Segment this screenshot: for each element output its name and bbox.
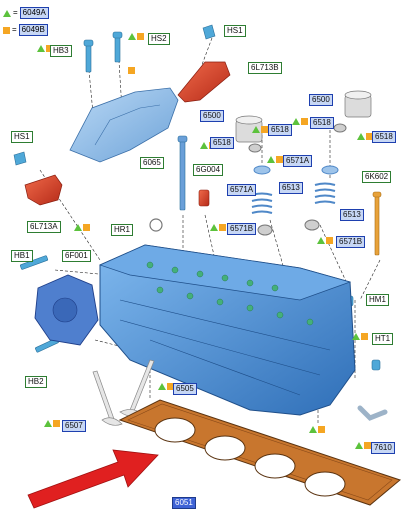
label-6505[interactable]: 6505 <box>173 383 197 395</box>
label-6l713a[interactable]: 6L713A <box>27 221 61 233</box>
square-icon <box>261 126 268 133</box>
square-icon <box>83 224 90 231</box>
marker-pair <box>267 156 283 163</box>
temp-sensor <box>198 189 210 207</box>
triangle-icon <box>355 442 363 449</box>
triangle-icon <box>267 156 275 163</box>
label-6518-d[interactable]: 6518 <box>372 131 396 143</box>
triangle-icon <box>3 9 11 17</box>
marker-pair <box>158 383 174 390</box>
label-hb1[interactable]: HB1 <box>11 250 33 262</box>
legend-row-1: = 6049A <box>3 7 49 19</box>
marker-pair <box>309 426 325 433</box>
marker-pair <box>74 224 90 231</box>
marker-pair <box>252 126 268 133</box>
label-6571b-b[interactable]: 6571B <box>336 236 366 248</box>
label-hb3[interactable]: HB3 <box>50 45 72 57</box>
label-6500-a[interactable]: 6500 <box>200 110 224 122</box>
label-6571b-a[interactable]: 6571B <box>227 223 257 235</box>
head-gasket-shape <box>118 399 402 506</box>
marker-pair <box>352 333 368 340</box>
label-6571a-a[interactable]: 6571A <box>227 184 257 196</box>
valve-train-parts <box>149 90 372 236</box>
label-hr1[interactable]: HR1 <box>111 224 134 236</box>
marker-pair <box>128 33 144 40</box>
label-6513-a[interactable]: 6513 <box>279 182 303 194</box>
square-icon <box>3 26 10 34</box>
triangle-icon <box>44 420 52 427</box>
triangle-icon <box>128 33 136 40</box>
label-7610[interactable]: 7610 <box>371 442 395 454</box>
square-icon <box>326 237 333 244</box>
label-6l713b[interactable]: 6L713B <box>248 62 282 74</box>
legend-row-2: = 6049B <box>3 24 48 36</box>
square-icon <box>219 224 226 231</box>
label-6513-b[interactable]: 6513 <box>340 209 364 221</box>
square-icon <box>53 420 60 427</box>
triangle-icon <box>317 237 325 244</box>
label-hb2[interactable]: HB2 <box>25 376 47 388</box>
label-6518-b[interactable]: 6518 <box>268 124 292 136</box>
label-6518-a[interactable]: 6518 <box>210 137 234 149</box>
square-icon <box>276 156 283 163</box>
square-icon <box>361 333 368 340</box>
triangle-icon <box>158 383 166 390</box>
coolant-hose <box>357 405 388 421</box>
label-hs1-top[interactable]: HS1 <box>224 25 246 37</box>
marker-pair <box>357 133 373 140</box>
label-ht1[interactable]: HT1 <box>372 333 394 345</box>
triangle-icon <box>292 118 300 125</box>
marker-pair <box>44 420 60 427</box>
marker-pair <box>210 224 226 231</box>
camshaft-sensor-right <box>177 61 231 103</box>
label-6518-c[interactable]: 6518 <box>310 117 334 129</box>
square-icon <box>46 45 53 52</box>
legend-symbol: = <box>12 25 17 34</box>
label-6k602[interactable]: 6K602 <box>362 171 392 183</box>
label-6f001[interactable]: 6F001 <box>62 250 91 262</box>
label-6571a-b[interactable]: 6571A <box>283 155 313 167</box>
marker-pair <box>317 237 333 244</box>
square-icon <box>318 426 325 433</box>
label-6g004[interactable]: 6G004 <box>193 164 224 176</box>
legend-symbol: = <box>13 8 18 17</box>
square-icon <box>364 442 371 449</box>
marker-pair <box>355 442 371 449</box>
highlight-arrow <box>27 449 159 509</box>
square-icon <box>366 133 373 140</box>
triangle-icon <box>357 133 365 140</box>
label-6065[interactable]: 6065 <box>140 157 164 169</box>
legend-code[interactable]: 6049A <box>19 7 49 19</box>
square-icon <box>167 383 174 390</box>
square-icon <box>128 67 135 74</box>
label-hs1-left[interactable]: HS1 <box>11 131 33 143</box>
label-hs2[interactable]: HS2 <box>148 33 170 45</box>
camshaft-sensor-left <box>24 174 63 206</box>
triangle-icon <box>210 224 218 231</box>
marker-pair <box>37 45 53 52</box>
triangle-icon <box>252 126 260 133</box>
triangle-icon <box>37 45 45 52</box>
square-icon <box>301 118 308 125</box>
square-icon <box>137 33 144 40</box>
label-6051-selected[interactable]: 6051 <box>172 497 196 509</box>
triangle-icon <box>74 224 82 231</box>
label-6507[interactable]: 6507 <box>62 420 86 432</box>
triangle-icon <box>309 426 317 433</box>
bolts <box>19 31 382 371</box>
triangle-icon <box>200 142 208 149</box>
legend-code[interactable]: 6049B <box>18 24 48 36</box>
marker <box>128 67 135 74</box>
engine-cover-shape <box>69 87 179 163</box>
triangle-icon <box>352 333 360 340</box>
label-6500-b[interactable]: 6500 <box>309 94 333 106</box>
marker-pair <box>292 118 308 125</box>
label-hm1[interactable]: HM1 <box>366 294 389 306</box>
